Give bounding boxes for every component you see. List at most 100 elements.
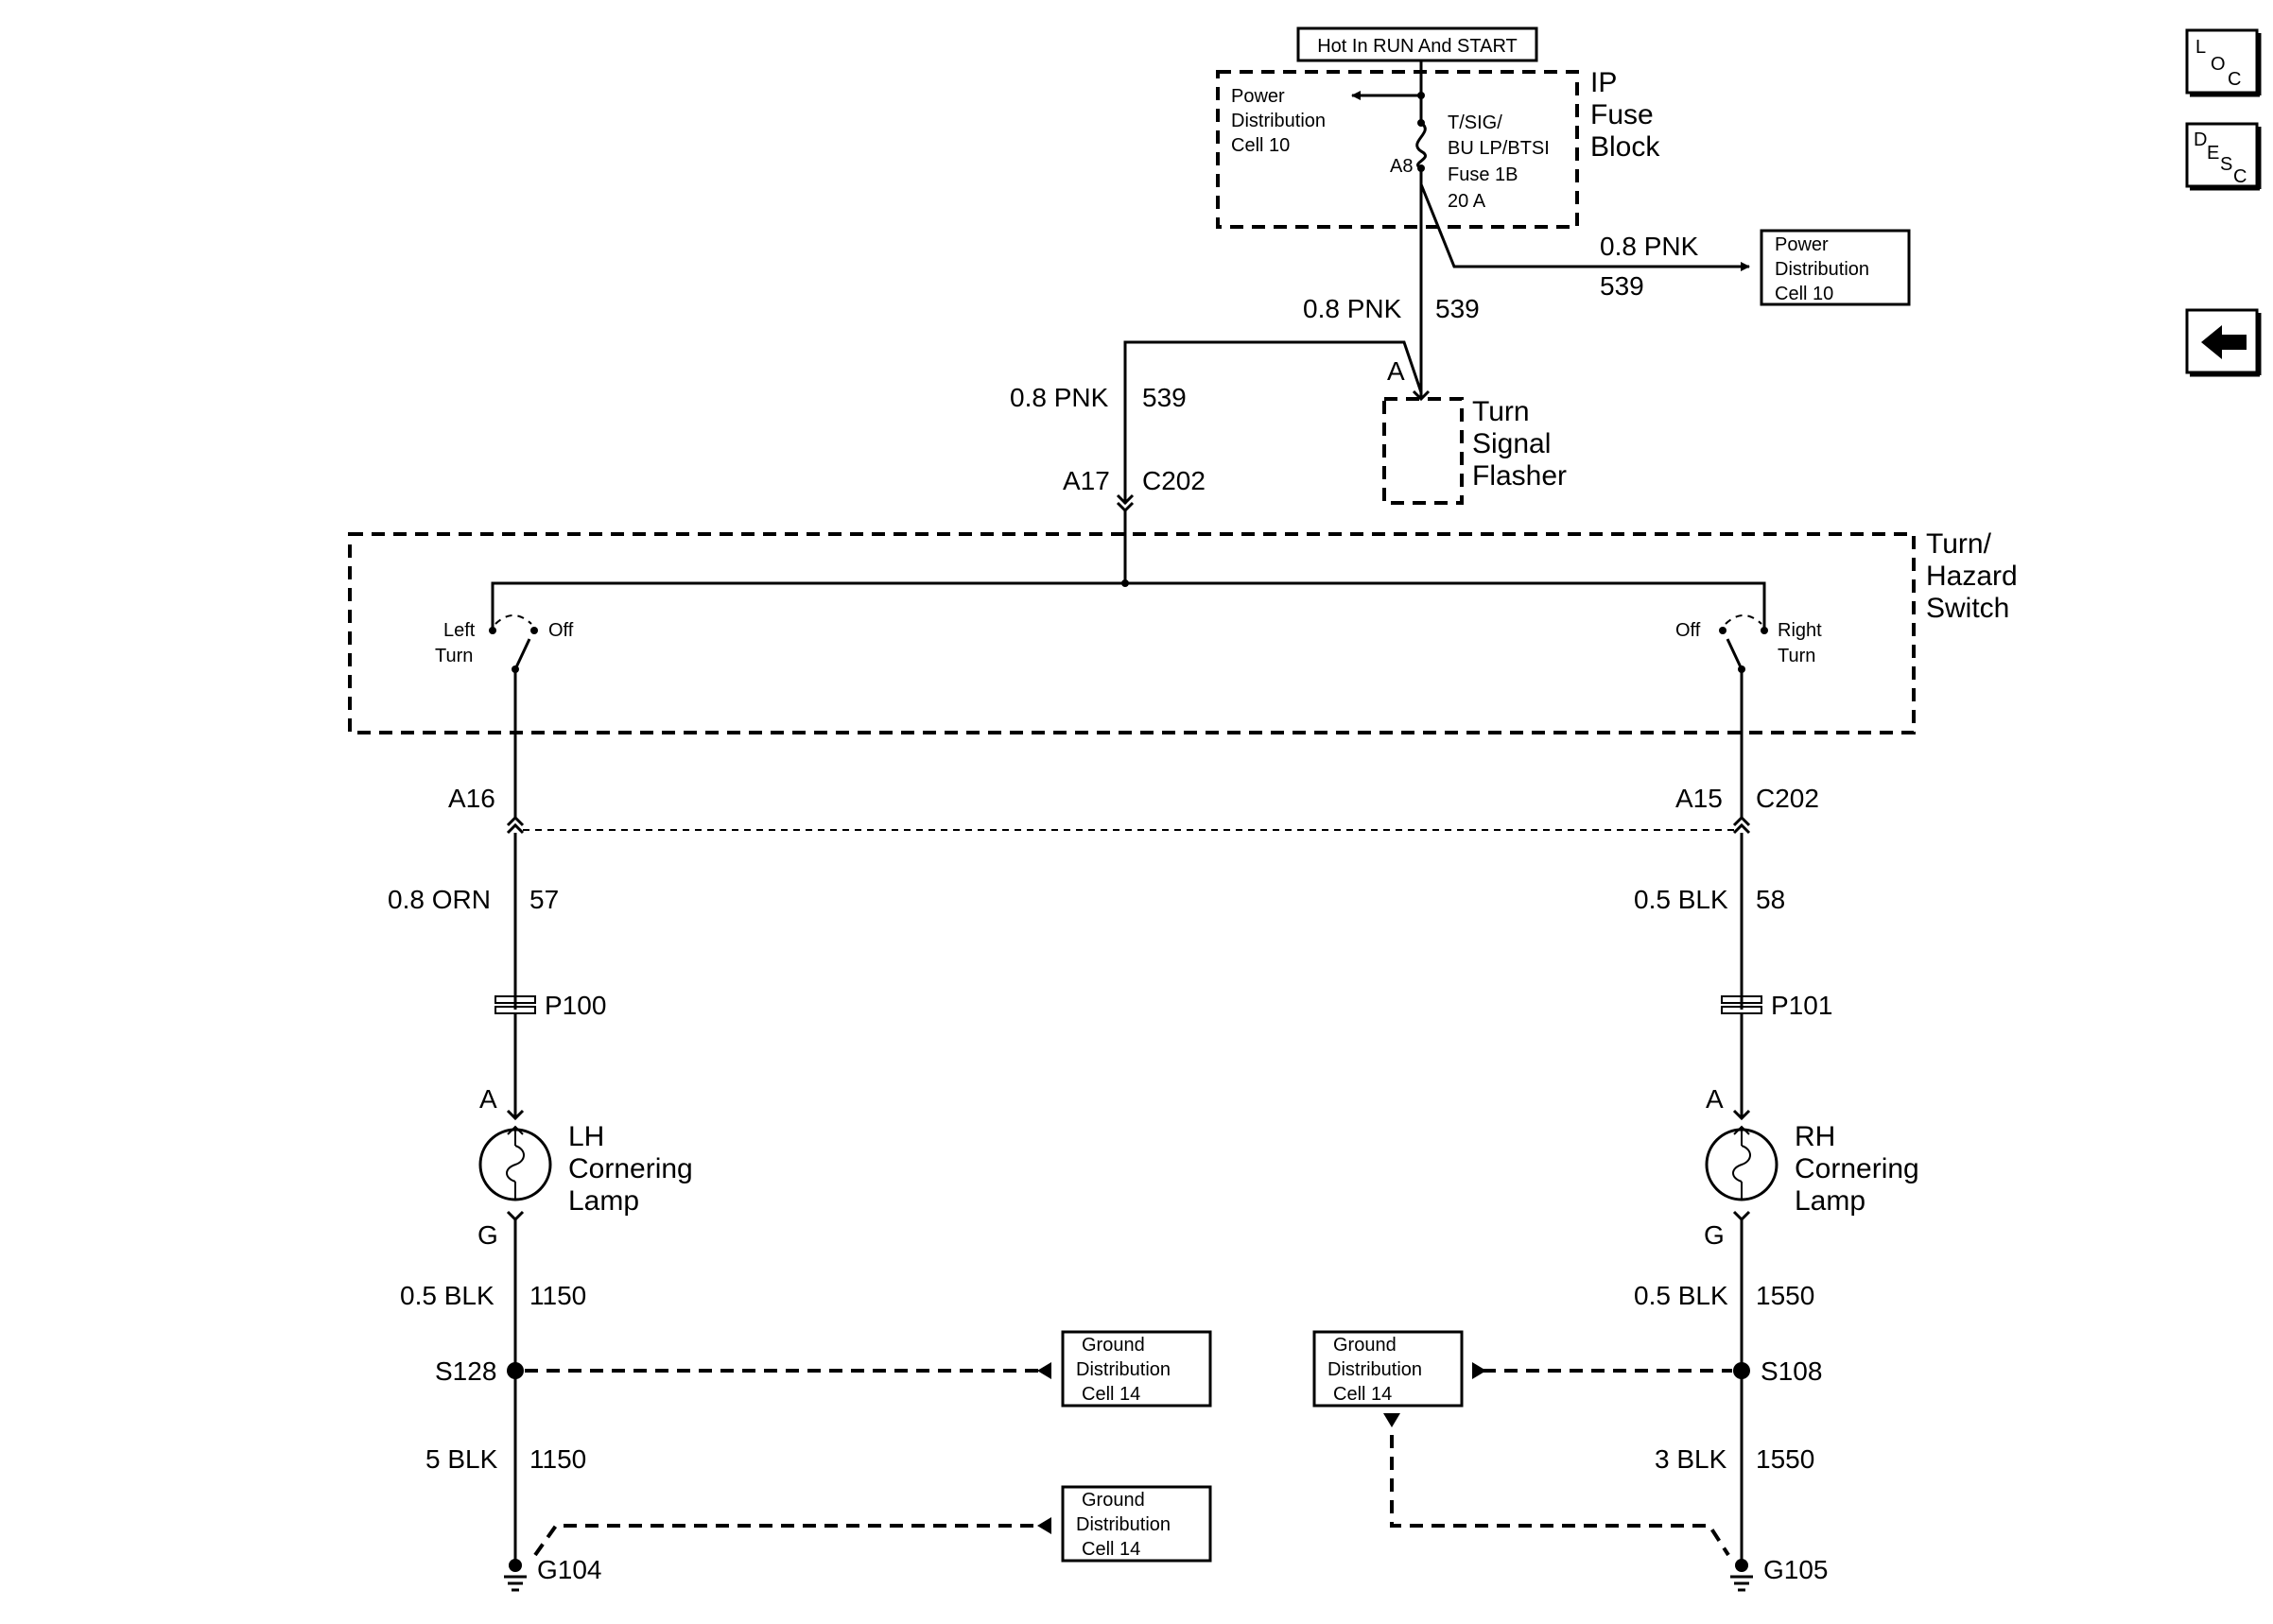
fuse-pin-label: A8 [1390, 156, 1413, 177]
svg-text:Ground: Ground [1082, 1335, 1145, 1356]
right-lamp-a-chevron [1732, 1109, 1751, 1121]
svg-text:Fuse 1B: Fuse 1B [1448, 164, 1518, 185]
left-ground-distribution-box-2: Ground Distribution Cell 14 [1061, 1485, 1212, 1563]
right-lamp-pin-g: G [1704, 1220, 1725, 1250]
svg-text:RH: RH [1795, 1121, 1835, 1152]
svg-text:C: C [2228, 69, 2241, 90]
left-ground2-wire-color: 5 BLK [425, 1444, 498, 1474]
svg-text:Right: Right [1778, 620, 1822, 641]
desc-button[interactable]: D E S C [2185, 122, 2262, 191]
fuse-label: T/SIG/ BU LP/BTSI Fuse 1B 20 A [1448, 112, 1550, 212]
svg-text:Ground: Ground [1082, 1490, 1145, 1511]
power-distribution-box: Power Distribution Cell 10 [1760, 229, 1911, 306]
svg-text:Left: Left [443, 620, 476, 641]
svg-text:Cornering: Cornering [568, 1153, 693, 1184]
right-ground-distribution-box: Ground Distribution Cell 14 [1312, 1330, 1464, 1408]
rh-cornering-lamp-label: RH Cornering Lamp [1795, 1121, 1919, 1217]
svg-text:Cell 14: Cell 14 [1333, 1384, 1392, 1405]
hot-in-run-label-box: Hot In RUN And START [1296, 26, 1538, 62]
turn-hazard-switch-label: Turn/ Hazard Switch [1926, 528, 2018, 624]
s128-splice-dot [507, 1362, 524, 1379]
left-ground-distribution-box: Ground Distribution Cell 14 [1061, 1330, 1212, 1408]
turn-signal-flasher-outline [1382, 397, 1464, 505]
right-connector-label: C202 [1756, 784, 1819, 813]
svg-text:Distribution: Distribution [1231, 111, 1326, 131]
svg-text:Cornering: Cornering [1795, 1153, 1919, 1184]
svg-text:Lamp: Lamp [1795, 1185, 1865, 1217]
switch-bus-junction [1121, 579, 1129, 587]
left-lamp-pin-a: A [479, 1084, 497, 1114]
ip-fuse-block-label: IP Fuse Block [1590, 67, 1660, 163]
right-wire-color: 0.5 BLK [1634, 885, 1728, 914]
svg-text:Cell 14: Cell 14 [1082, 1384, 1140, 1405]
g105-label: G105 [1763, 1555, 1829, 1584]
turn-hazard-switch-outline [348, 532, 1916, 734]
s128-label: S128 [435, 1356, 496, 1386]
fuse-symbol [1415, 119, 1427, 172]
switch-bus-wire [491, 581, 1766, 631]
feed-pin-label: A17 [1063, 466, 1110, 495]
right-lamp-g-chevron [1732, 1210, 1751, 1222]
g105-ground-dashed-link [1390, 1435, 1730, 1557]
left-ground2-wire-circuit: 1150 [529, 1444, 586, 1474]
svg-text:Turn: Turn [435, 646, 473, 666]
right-ground2-wire-color: 3 BLK [1655, 1444, 1727, 1474]
g105-ground-icon [1730, 1559, 1753, 1592]
lh-cornering-lamp-label: LH Cornering Lamp [568, 1121, 693, 1217]
back-button[interactable] [2185, 308, 2262, 377]
svg-text:Power: Power [1775, 234, 1829, 255]
svg-text:E: E [2207, 143, 2219, 164]
p101-label: P101 [1771, 991, 1832, 1020]
right-off-label: Off [1675, 620, 1701, 641]
left-lamp-g-chevron [506, 1210, 525, 1222]
left-wire-color: 0.8 ORN [388, 885, 491, 914]
svg-text:Cell 14: Cell 14 [1082, 1539, 1140, 1560]
svg-text:O: O [2211, 54, 2226, 75]
svg-text:Distribution: Distribution [1775, 259, 1869, 280]
svg-text:L: L [2195, 37, 2206, 58]
s108-ground-arrow [1472, 1362, 1486, 1379]
svg-text:20 A: 20 A [1448, 191, 1486, 212]
loc-button[interactable]: L O C [2185, 28, 2262, 97]
p100-label: P100 [545, 991, 606, 1020]
output-branch-wire [1419, 183, 1750, 271]
svg-text:BU LP/BTSI: BU LP/BTSI [1448, 138, 1550, 159]
right-pin-label: A15 [1675, 784, 1723, 813]
feed-wire-color: 0.8 PNK [1010, 383, 1109, 412]
out-wire-circuit: 539 [1600, 271, 1644, 301]
hot-in-run-label: Hot In RUN And START [1317, 36, 1518, 57]
right-switch-contacts [1719, 614, 1768, 673]
g104-ground-arrow [1037, 1517, 1051, 1534]
left-switch-label: Left Turn [435, 620, 476, 666]
g104-label: G104 [537, 1555, 602, 1584]
right-wire-circuit: 58 [1756, 885, 1785, 914]
flasher-connector-chevron [1412, 389, 1431, 402]
left-wire-circuit: 57 [529, 885, 559, 914]
svg-text:LH: LH [568, 1121, 604, 1152]
svg-text:C: C [2233, 166, 2247, 187]
c202-left-connector [506, 815, 525, 835]
svg-text:Turn: Turn [1472, 396, 1530, 427]
left-lamp-a-chevron [506, 1109, 525, 1121]
flasher-wire-circuit: 539 [1435, 294, 1480, 323]
power-distribution-label: Power Distribution Cell 10 [1231, 86, 1326, 156]
rh-cornering-lamp-bulb-icon [1705, 1125, 1778, 1201]
feed-connector-label: C202 [1142, 466, 1206, 495]
right-lamp-pin-a: A [1706, 1084, 1724, 1114]
feed-wire-circuit: 539 [1142, 383, 1187, 412]
flasher-pin-label: A [1387, 356, 1405, 386]
g104-ground-icon [504, 1559, 527, 1592]
svg-text:Lamp: Lamp [568, 1185, 639, 1217]
flasher-wire-color: 0.8 PNK [1303, 294, 1402, 323]
g105-ground-arrow [1383, 1413, 1400, 1427]
svg-text:Hazard: Hazard [1926, 561, 2018, 592]
left-arrow-icon [2201, 325, 2247, 359]
svg-text:Switch: Switch [1926, 593, 2009, 624]
svg-text:Fuse: Fuse [1590, 99, 1654, 130]
right-switch-label: Right Turn [1778, 620, 1822, 666]
s128-ground-arrow [1037, 1362, 1051, 1379]
g104-ground-dashed-link [533, 1524, 1042, 1557]
hot-junction-dot [1417, 92, 1425, 99]
c202-right-connector [1732, 815, 1751, 835]
out-wire-color: 0.8 PNK [1600, 232, 1699, 261]
